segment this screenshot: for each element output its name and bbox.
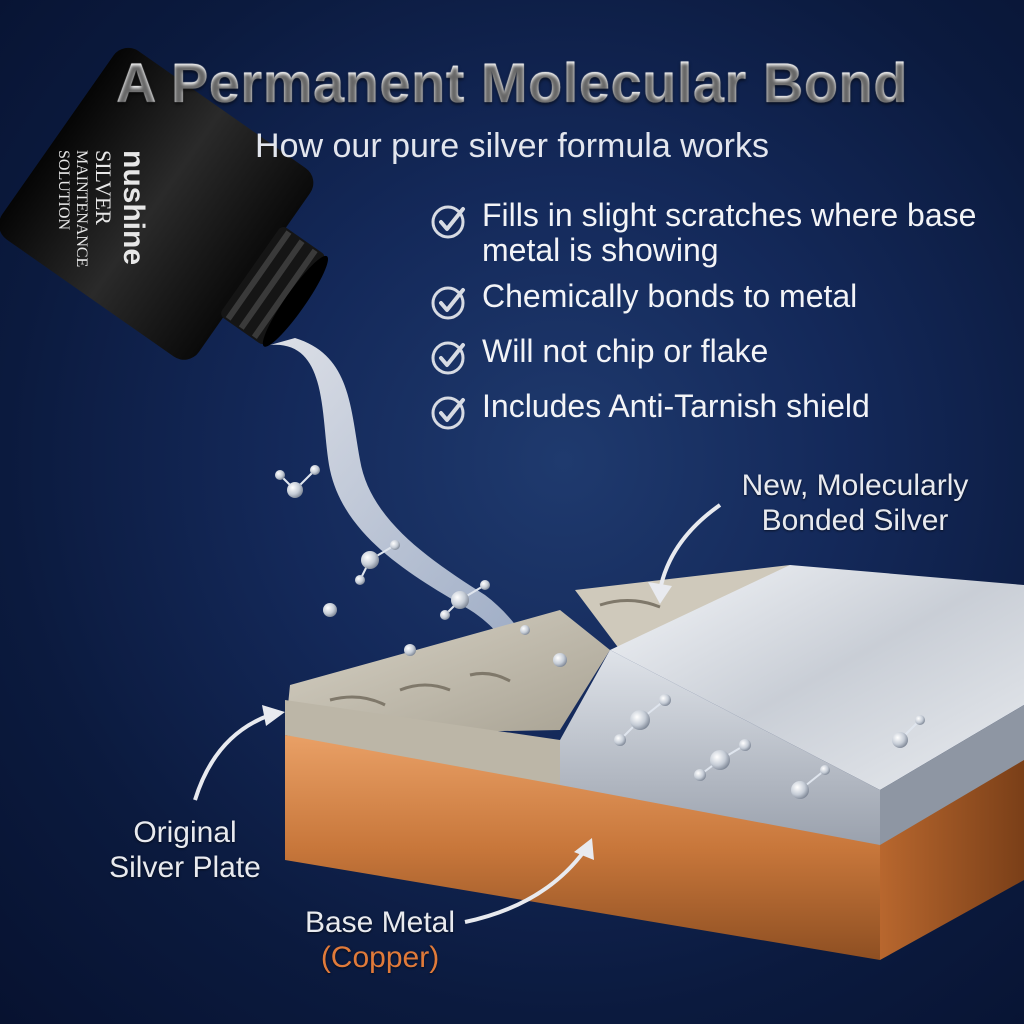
arrow-head-base-metal — [574, 838, 594, 860]
original-plate — [285, 565, 790, 785]
page-title: A Permanent Molecular Bond — [0, 50, 1024, 115]
product-line1: SILVER — [91, 150, 116, 225]
callout-original-plate-line1: Original — [133, 816, 237, 849]
arrow-new-silver — [658, 503, 722, 591]
benefit-item: Will not chip or flake — [428, 334, 1008, 378]
molecules — [275, 465, 925, 799]
check-circle-icon — [431, 341, 465, 375]
callout-new-silver-line2: Bonded Silver — [761, 504, 949, 537]
check-circle-icon — [431, 205, 465, 239]
callout-base-metal-line2: (Copper) — [320, 941, 440, 974]
pour-stream — [270, 338, 560, 720]
callout-new-silver-line1: New, Molecularly — [741, 469, 969, 502]
page-subtitle: How our pure silver formula works — [255, 127, 769, 165]
arrow-original-plate — [193, 713, 271, 801]
arrow-head-original-plate — [262, 705, 285, 726]
callout-base-metal: Base Metal (Copper) — [290, 905, 470, 975]
callout-new-silver: New, Molecularly Bonded Silver — [700, 468, 1010, 538]
benefit-text: Will not chip or flake — [482, 333, 769, 369]
bottle — [0, 47, 328, 360]
bottle-label: nushine SILVER MAINTENANCE SOLUTION — [55, 150, 150, 340]
check-circle-icon — [431, 286, 465, 320]
benefit-text: Chemically bonds to metal — [482, 278, 858, 314]
brand-logo: nushine — [117, 150, 150, 266]
benefit-item: Fills in slight scratches where base met… — [428, 198, 1008, 268]
callout-original-plate: Original Silver Plate — [80, 815, 290, 885]
benefit-item: Includes Anti-Tarnish shield — [428, 389, 1008, 433]
callout-base-metal-line1: Base Metal — [304, 906, 456, 939]
product-line2: MAINTENANCE — [73, 150, 90, 268]
benefit-text: Fills in slight scratches where base met… — [482, 197, 977, 268]
arrow-base-metal — [464, 848, 587, 924]
product-line3: SOLUTION — [55, 150, 72, 230]
callout-original-plate-line2: Silver Plate — [109, 851, 261, 884]
benefit-list: Fills in slight scratches where base met… — [428, 198, 1008, 444]
arrow-head-new-silver — [648, 582, 672, 604]
benefit-text: Includes Anti-Tarnish shield — [482, 388, 870, 424]
check-circle-icon — [431, 396, 465, 430]
benefit-item: Chemically bonds to metal — [428, 279, 1008, 323]
